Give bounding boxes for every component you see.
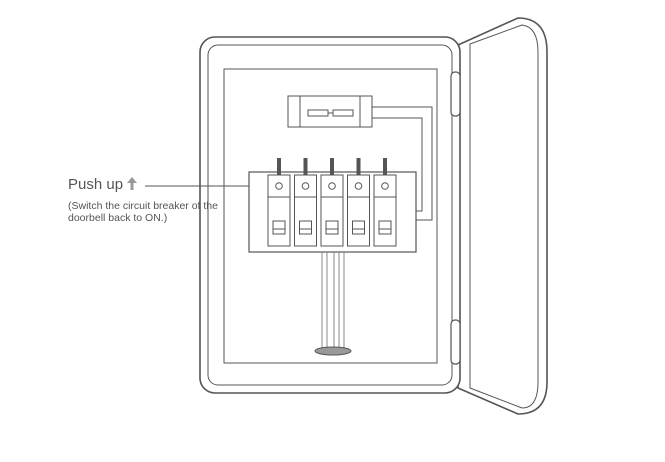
- breaker-switch-window: [272, 220, 286, 235]
- breaker-screw: [354, 182, 363, 190]
- breaker-switch-window: [325, 220, 339, 235]
- breaker-screw: [275, 182, 283, 190]
- upper-hinge: [450, 71, 461, 117]
- cable-bundle: [321, 252, 345, 349]
- connection-wire-outer: [372, 106, 433, 221]
- push-up-label: Push up: [68, 176, 124, 193]
- up-arrow-icon: [127, 177, 138, 195]
- circuit-breaker[interactable]: [267, 158, 291, 247]
- breaker-group: [267, 158, 397, 247]
- lower-hinge: [450, 319, 461, 365]
- callout-title: Push up: [68, 176, 218, 195]
- breaker-lever: [277, 158, 281, 175]
- callout-note: (Switch the circuit breaker of the doorb…: [68, 200, 218, 224]
- cabinet-door: [457, 17, 548, 415]
- breaker-switch-window: [352, 220, 365, 235]
- breaker-lever: [383, 158, 387, 175]
- connection-wire-inner: [372, 117, 423, 212]
- breaker-screw: [381, 182, 389, 190]
- circuit-breaker[interactable]: [373, 158, 397, 247]
- cabinet-inner-frame: [207, 44, 453, 386]
- circuit-breaker[interactable]: [347, 158, 370, 247]
- breaker-lever: [356, 158, 361, 175]
- breaker-screw: [301, 182, 310, 190]
- breaker-lever: [330, 158, 334, 175]
- circuit-breaker[interactable]: [294, 158, 317, 247]
- instruction-callout: Push up (Switch the circuit breaker of t…: [68, 176, 218, 224]
- cable-grommet: [314, 346, 352, 356]
- breaker-switch-window: [299, 220, 312, 235]
- breaker-switch-window: [378, 220, 392, 235]
- breaker-lever: [303, 158, 308, 175]
- breaker-screw: [328, 182, 336, 190]
- cabinet-back-panel: [223, 68, 438, 364]
- circuit-breaker[interactable]: [320, 158, 344, 247]
- terminal-block: [287, 95, 373, 128]
